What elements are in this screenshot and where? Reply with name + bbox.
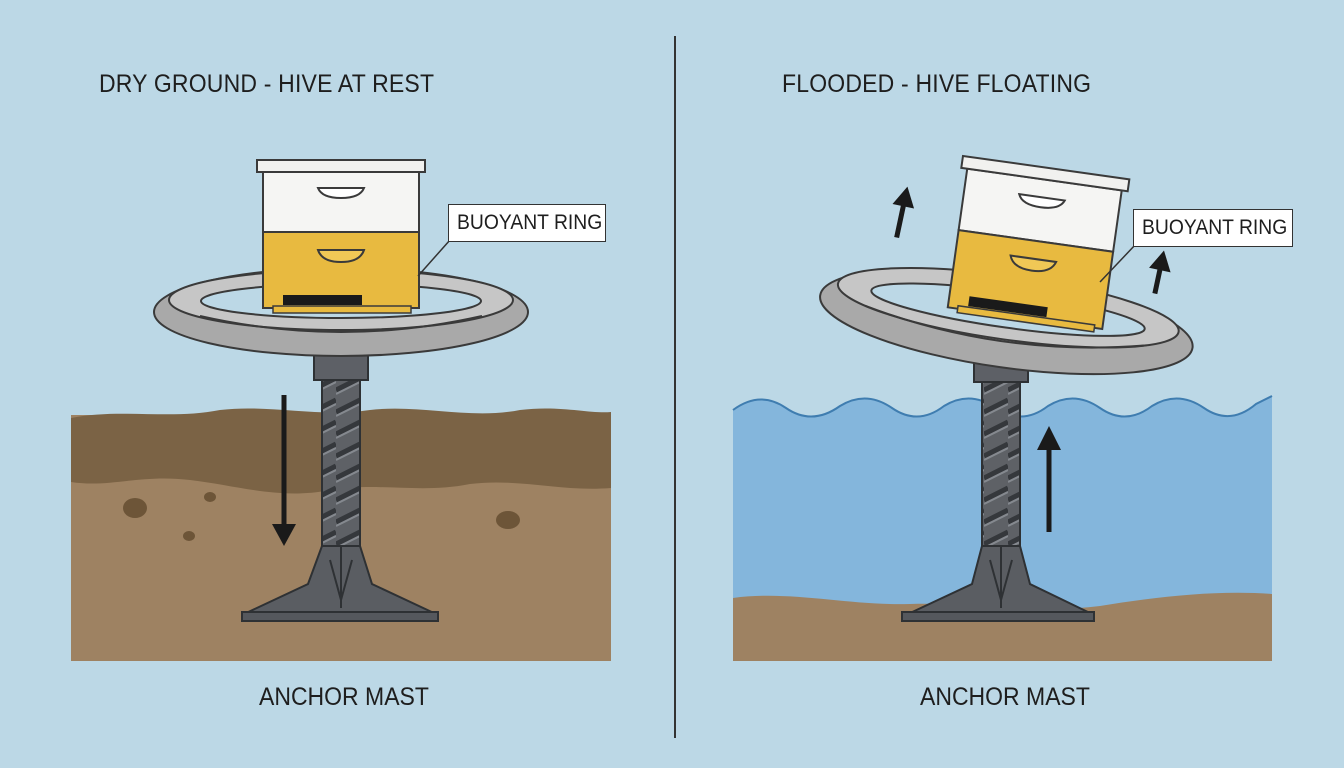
- left-panel-title: DRY GROUND - HIVE AT REST: [99, 70, 435, 98]
- left-panel-caption: ANCHOR MAST: [259, 683, 429, 711]
- anchor-mast-right: [901, 351, 1095, 622]
- arrow-up-icon: [1037, 426, 1061, 532]
- callout-leader: [1099, 243, 1137, 283]
- anchor-mast-left: [241, 349, 439, 622]
- right-panel-title: FLOODED - HIVE FLOATING: [782, 70, 1092, 98]
- pebble: [123, 498, 147, 518]
- buoyant-ring-callout-left: BUOYANT RING: [448, 204, 606, 242]
- pebble: [183, 531, 195, 541]
- lift-arrow-left-icon: [892, 186, 915, 239]
- right-panel: [732, 154, 1273, 661]
- callout-label: BUOYANT RING: [1142, 216, 1288, 239]
- callout-label: BUOYANT RING: [457, 211, 603, 234]
- arrow-down-icon: [272, 395, 296, 546]
- pebble: [496, 511, 520, 529]
- callout-leader: [417, 239, 451, 277]
- buoyant-ring-callout-right: BUOYANT RING: [1133, 209, 1293, 247]
- right-panel-caption: ANCHOR MAST: [920, 683, 1090, 711]
- lift-arrow-right-icon: [1149, 250, 1171, 295]
- floating-assembly: [819, 154, 1194, 376]
- pebble: [204, 492, 216, 502]
- beehive-right: [864, 154, 1147, 349]
- beehive-left: [199, 159, 483, 333]
- left-panel: [71, 159, 611, 661]
